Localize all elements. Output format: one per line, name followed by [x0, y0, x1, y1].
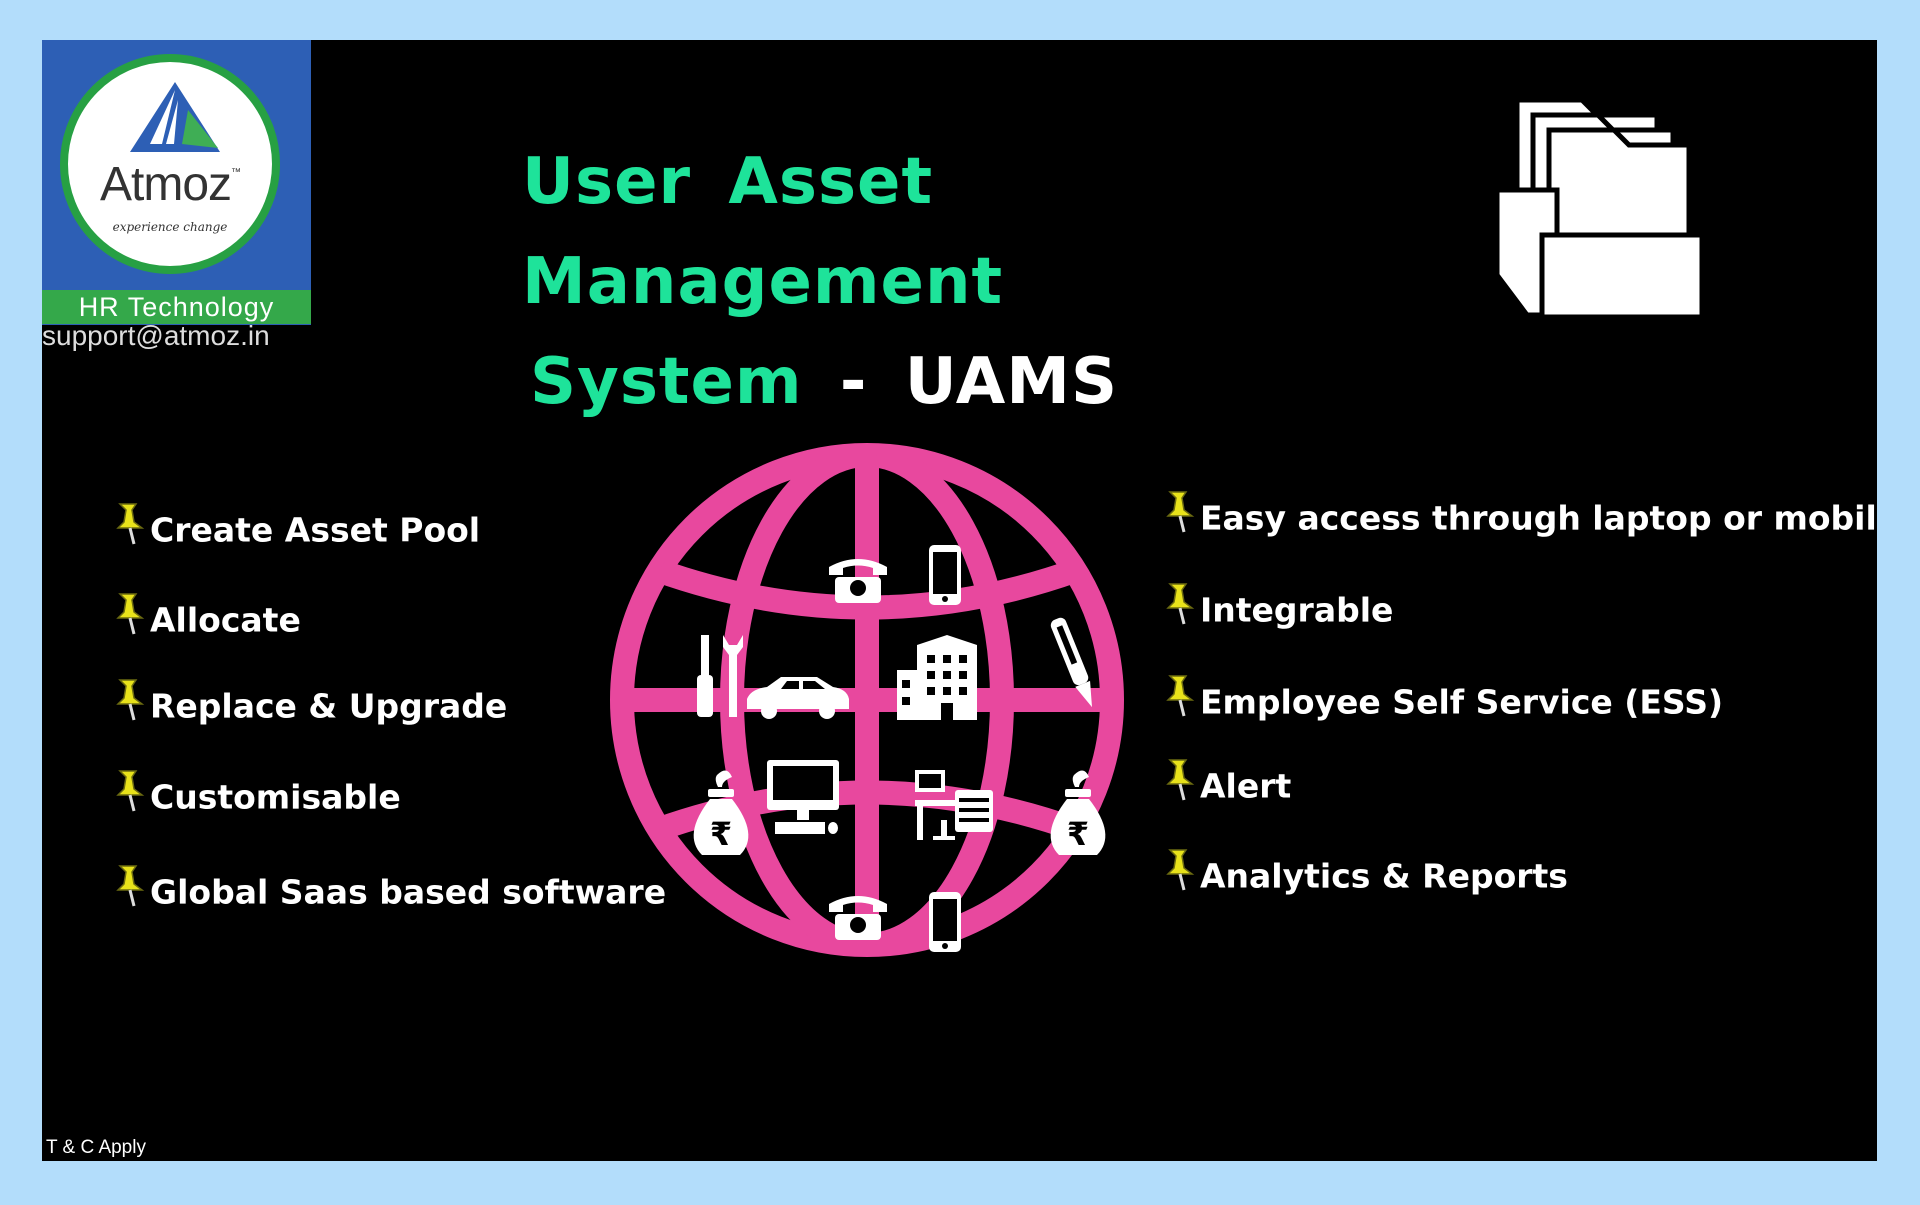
feature-item: Allocate	[114, 593, 301, 644]
mobile-phone-icon	[929, 545, 961, 605]
pushpin-icon	[1166, 675, 1195, 717]
money-bag-icon: ₹	[1050, 770, 1106, 855]
tools-icon	[697, 635, 743, 717]
pushpin-icon	[116, 593, 145, 635]
pushpin-icon	[1166, 759, 1195, 801]
globe-icon: ₹	[610, 443, 1124, 957]
logo-tagline: experience change	[112, 220, 228, 234]
office-desk-icon	[915, 770, 993, 840]
feature-item: Easy access through laptop or mobile	[1164, 491, 1877, 542]
folder-icon	[1497, 97, 1705, 320]
pushpin-icon	[116, 865, 145, 907]
feature-item: Create Asset Pool	[114, 503, 480, 554]
money-bag-icon: ₹	[693, 770, 749, 855]
support-email: support@atmoz.in	[42, 320, 270, 351]
pushpin-icon	[1166, 491, 1195, 533]
svg-text:₹: ₹	[710, 815, 732, 853]
feature-item: Integrable	[1164, 583, 1393, 634]
page-title: User Asset Management System - UAMS	[522, 132, 1422, 432]
pushpin-icon	[1166, 849, 1195, 891]
title-acronym: UAMS	[904, 345, 1119, 419]
feature-item: Global Saas based software	[114, 865, 666, 916]
pen-icon	[1050, 617, 1093, 708]
feature-item: Analytics & Reports	[1164, 849, 1568, 900]
car-icon	[747, 677, 849, 719]
pushpin-icon	[116, 503, 145, 545]
logo-badge: Atmoz™ experience change	[60, 54, 280, 274]
logo-triangle-icon	[130, 82, 220, 152]
telephone-icon	[829, 559, 887, 603]
pushpin-icon	[1166, 583, 1195, 625]
title-line-2: System - UAMS	[530, 345, 1119, 419]
feature-item: Alert	[1164, 759, 1291, 810]
svg-text:₹: ₹	[1067, 815, 1089, 853]
brand-logo: Atmoz™ experience change HR Technology	[42, 40, 311, 325]
feature-item: Employee Self Service (ESS)	[1164, 675, 1723, 726]
poster-board: Atmoz™ experience change HR Technology s…	[42, 40, 1877, 1161]
telephone-icon	[829, 896, 887, 940]
logo-name: Atmoz™	[99, 158, 241, 211]
feature-item: Customisable	[114, 770, 401, 821]
pushpin-icon	[116, 770, 145, 812]
hr-technology-band: HR Technology	[42, 290, 311, 324]
building-icon	[897, 635, 977, 720]
computer-icon	[767, 760, 839, 834]
terms-note: T & C Apply	[46, 1137, 146, 1158]
mobile-phone-icon	[929, 892, 961, 952]
title-line-1: User Asset Management	[522, 145, 1004, 319]
pushpin-icon	[116, 679, 145, 721]
feature-item: Replace & Upgrade	[114, 679, 507, 730]
